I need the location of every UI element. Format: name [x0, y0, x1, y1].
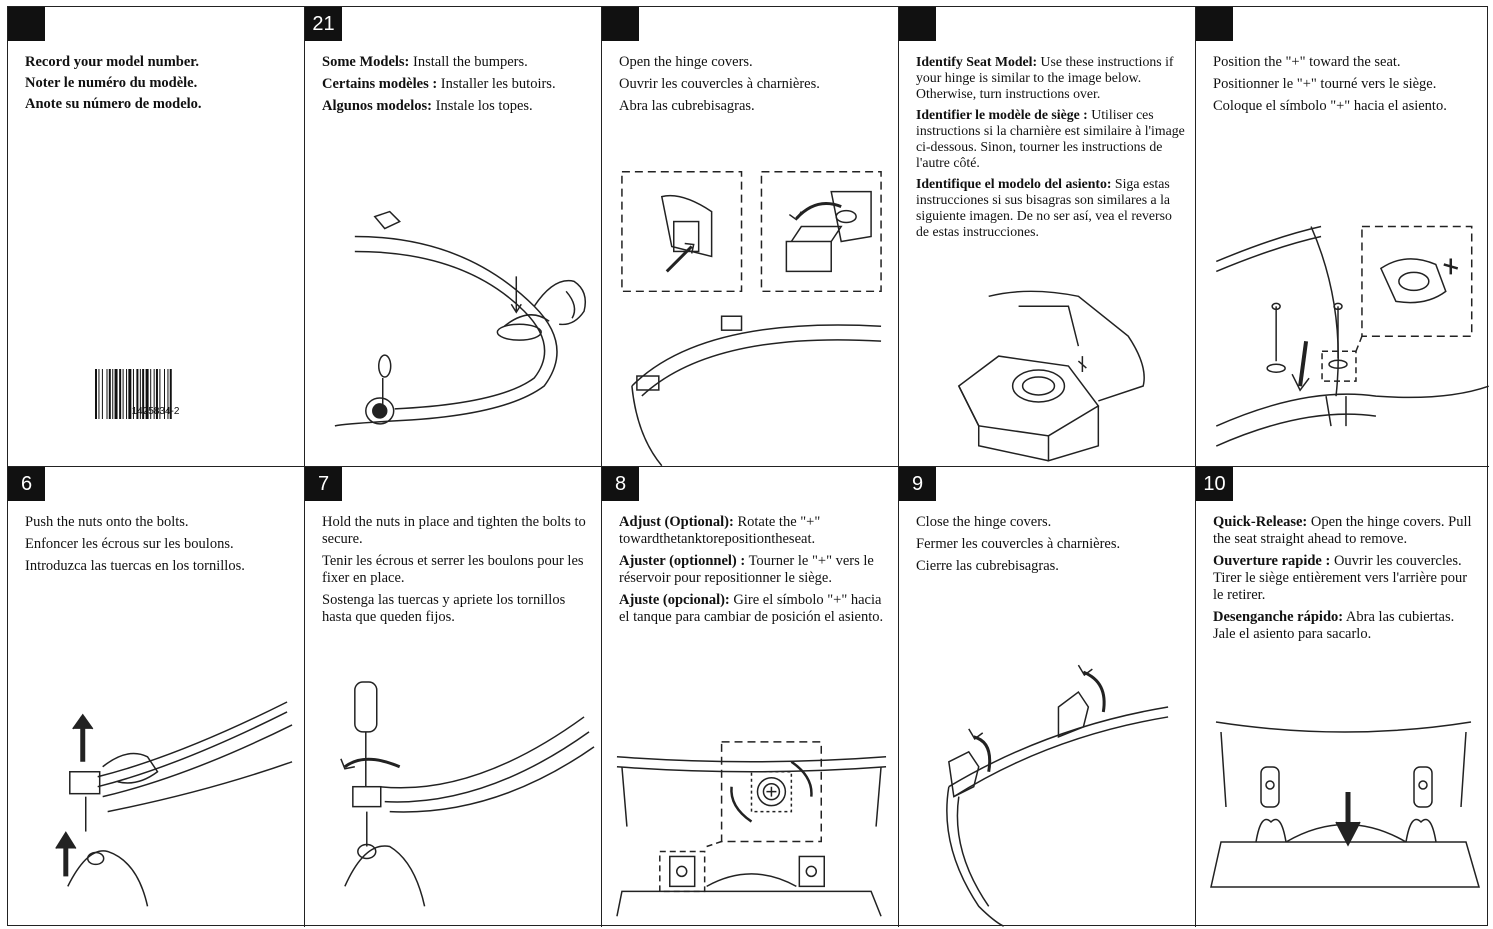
instruction-line-en: Close the hinge covers. — [916, 514, 1052, 530]
step-text: Push the nuts onto the bolts. Enfoncer l… — [25, 514, 294, 580]
step-number: 10 — [1196, 467, 1233, 501]
barcode-image — [95, 369, 172, 419]
instruction-line-es: Desenganche rápido: Abra las cubiertas. … — [1213, 609, 1455, 642]
step-text: Quick-Release: Open the hinge covers. Pu… — [1213, 514, 1479, 648]
barcode-bar — [164, 369, 165, 419]
barcode-bar — [159, 369, 161, 419]
barcode-bar — [112, 369, 114, 419]
step-number-box — [1196, 7, 1233, 41]
panel-open-covers: Open the hinge covers. Ouvrir les couver… — [602, 7, 899, 467]
instruction-line-fr: Certains modèles : Installer les butoirs… — [322, 76, 556, 92]
panel-position-plus: Position the "+" toward the seat. Positi… — [1196, 7, 1489, 467]
barcode-number: 1425834-2 — [131, 406, 180, 417]
panel-step-8-adjust: 8 Adjust (Optional): Rotate the "+" towa… — [602, 467, 899, 927]
panel-step-6-push-nuts: 6 Push the nuts onto the bolts. Enfoncer… — [8, 467, 305, 927]
instruction-line-es: Sostenga las tuercas y apriete los torni… — [322, 592, 566, 625]
instruction-line-en: Identify Seat Model: Use these instructi… — [916, 54, 1174, 101]
instruction-line-fr: Enfoncer les écrous sur les boulons. — [25, 536, 234, 552]
instruction-line-en: Adjust (Optional): Rotate the "+" toward… — [619, 514, 821, 547]
step-number-box — [602, 7, 639, 41]
step-text: Some Models: Install the bumpers. Certai… — [322, 54, 591, 120]
barcode-bar — [119, 369, 122, 419]
barcode-bar — [106, 369, 108, 419]
instruction-line-en: Quick-Release: Open the hinge covers. Pu… — [1213, 514, 1472, 547]
barcode-bar — [108, 369, 111, 419]
step-text: Identify Seat Model: Use these instructi… — [916, 54, 1185, 245]
panel-identify-seat-model: Identify Seat Model: Use these instructi… — [899, 7, 1196, 467]
barcode-bar — [101, 369, 103, 419]
barcode-bar — [136, 369, 139, 419]
instruction-line-en: Hold the nuts in place and tighten the b… — [322, 514, 586, 547]
instruction-line-fr: Ouvrir les couvercles à charnières. — [619, 76, 820, 92]
barcode-bar — [150, 369, 152, 419]
step-number: 8 — [602, 467, 639, 501]
instruction-line-en: Open the hinge covers. — [619, 54, 753, 70]
barcode-bar — [155, 369, 158, 419]
step-text: Hold the nuts in place and tighten the b… — [322, 514, 591, 631]
instruction-line-en: Record your model number. — [25, 54, 199, 70]
barcode-bar — [142, 369, 145, 419]
barcode-bar — [98, 369, 100, 419]
instruction-line-es: Cierre las cubrebisagras. — [916, 558, 1059, 574]
instruction-line-en: Position the "+" toward the seat. — [1213, 54, 1401, 70]
barcode-bar — [126, 369, 128, 419]
instruction-line-fr: Ouverture rapide : Ouvrir les couvercles… — [1213, 553, 1468, 603]
step-text: Open the hinge covers. Ouvrir les couver… — [619, 54, 888, 120]
instruction-line-en: Push the nuts onto the bolts. — [25, 514, 189, 530]
instruction-line-fr: Identifier le modèle de siège : Utiliser… — [916, 107, 1185, 170]
panel-record-model: Record your model number. Noter le numér… — [8, 7, 305, 467]
instruction-sheet: Record your model number. Noter le numér… — [7, 6, 1489, 927]
barcode-bar — [122, 369, 124, 419]
instruction-line-fr: Fermer les couvercles à charnières. — [916, 536, 1121, 552]
panel-step-9-close-covers: 9 Close the hinge covers. Fermer les cou… — [899, 467, 1196, 927]
barcode-bar — [139, 369, 141, 419]
barcode-bar — [132, 369, 134, 419]
step-number: 6 — [8, 467, 45, 501]
instruction-line-es: Coloque el símbolo "+" hacia el asiento. — [1213, 98, 1447, 114]
step-number: 9 — [899, 467, 936, 501]
barcode-bar — [114, 369, 118, 419]
instruction-line-es: Introduzca las tuercas en los tornillos. — [25, 558, 245, 574]
instruction-line-fr: Ajuster (optionnel) : Tourner le "+" ver… — [619, 553, 874, 586]
instruction-line-en: Some Models: Install the bumpers. — [322, 54, 528, 70]
instruction-line-fr: Tenir les écrous et serrer les boulons p… — [322, 553, 584, 586]
instruction-line-es: Ajuste (opcional): Gire el símbolo "+" h… — [619, 592, 884, 625]
barcode-bar — [145, 369, 149, 419]
step-number-box — [8, 7, 45, 41]
panel-step-10-quick-release: 10 Quick-Release: Open the hinge covers.… — [1196, 467, 1489, 927]
step-number: 21 — [305, 7, 342, 41]
barcode-bar — [128, 369, 132, 419]
instruction-line-es: Anote su número de modelo. — [25, 96, 202, 112]
step-text: Close the hinge covers. Fermer les couve… — [916, 514, 1185, 580]
barcode-bar — [167, 369, 169, 419]
barcode-bar — [169, 369, 172, 419]
barcode-bar — [95, 369, 97, 419]
barcode-bar — [153, 369, 155, 419]
step-number: 7 — [305, 467, 342, 501]
instruction-line-es: Algunos modelos: Instale los topes. — [322, 98, 533, 114]
panel-step-21-bumpers: 21 Some Models: Install the bumpers. Cer… — [305, 7, 602, 467]
panel-step-7-tighten: 7 Hold the nuts in place and tighten the… — [305, 467, 602, 927]
step-number-box — [899, 7, 936, 41]
instruction-line-es: Abra las cubrebisagras. — [619, 98, 755, 114]
instruction-line-fr: Positionner le "+" tourné vers le siège. — [1213, 76, 1437, 92]
instruction-line-fr: Noter le numéro du modèle. — [25, 75, 198, 91]
step-text: Adjust (Optional): Rotate the "+" toward… — [619, 514, 888, 631]
instruction-line-es: Identifique el modelo del asiento: Siga … — [916, 176, 1172, 239]
step-text: Position the "+" toward the seat. Positi… — [1213, 54, 1479, 120]
step-text: Record your model number. Noter le numér… — [25, 54, 294, 117]
